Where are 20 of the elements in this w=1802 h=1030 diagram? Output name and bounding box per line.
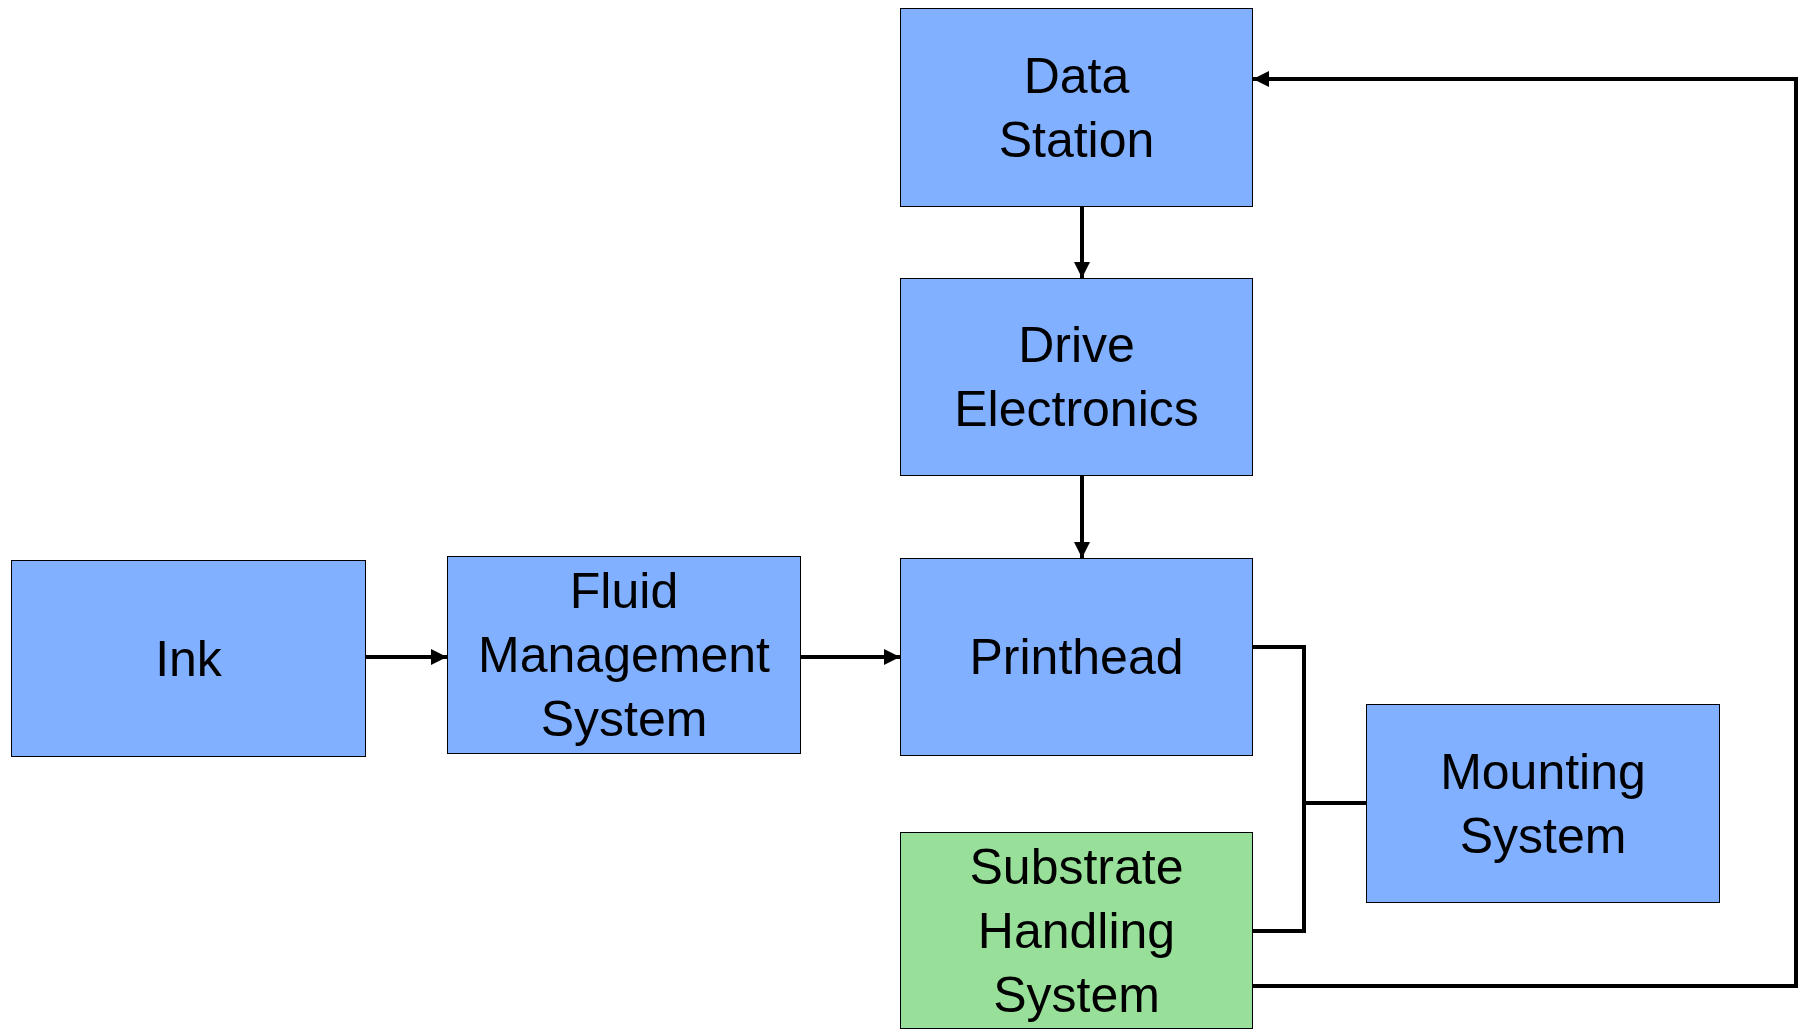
arrow xyxy=(1253,71,1798,988)
arrow xyxy=(801,649,900,665)
box-label: Fluid Management System xyxy=(477,562,771,749)
process-box xyxy=(900,8,1253,207)
box-label: Substrate Handling System xyxy=(968,837,1185,1025)
process-box xyxy=(900,832,1253,1029)
box-label: Ink xyxy=(155,629,222,689)
box-label: Printhead xyxy=(969,628,1184,687)
process-box xyxy=(447,556,801,754)
process-box xyxy=(11,560,366,757)
box-label: Data Station xyxy=(997,46,1156,170)
connector-line xyxy=(1253,801,1366,933)
box-label: Mounting System xyxy=(1439,742,1647,866)
process-box xyxy=(900,558,1253,756)
arrow xyxy=(366,649,447,665)
arrow xyxy=(1074,476,1090,558)
process-box xyxy=(1366,704,1720,903)
box-label: Drive Electronics xyxy=(953,316,1200,439)
process-box xyxy=(900,278,1253,476)
arrow xyxy=(1074,207,1090,278)
